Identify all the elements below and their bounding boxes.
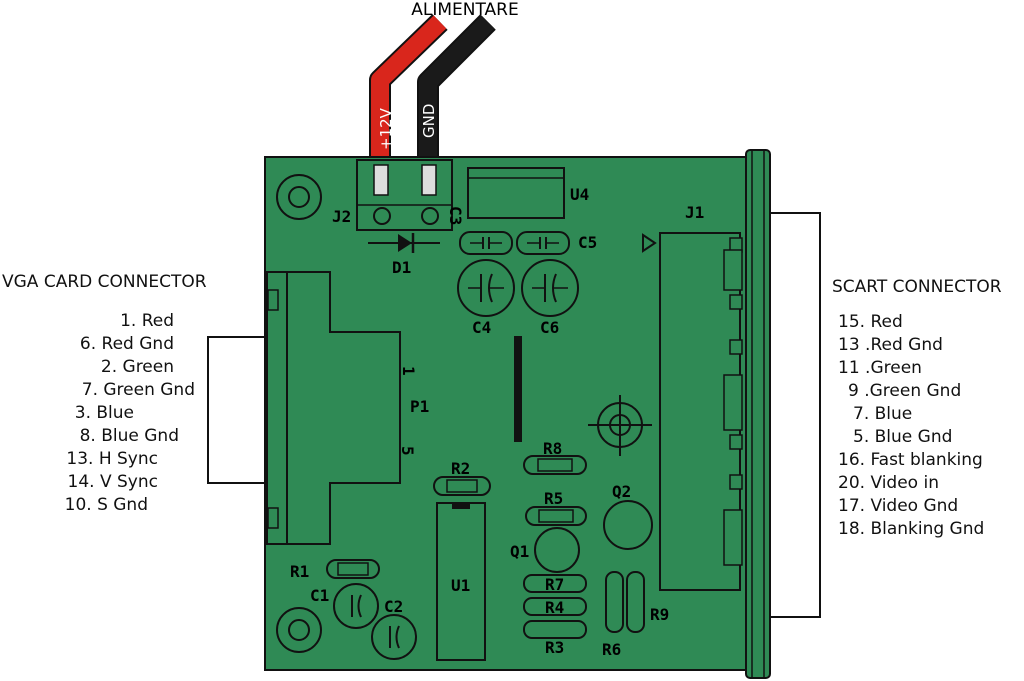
positive-wire <box>371 15 447 165</box>
scart-pin-9: 17. Video Gnd <box>838 496 958 516</box>
q2-transistor <box>603 500 653 550</box>
r6-label: R6 <box>602 640 621 659</box>
p1-label: P1 <box>410 397 429 416</box>
r6-resistor <box>605 571 624 633</box>
r3-label: R3 <box>545 638 564 657</box>
power-wires: ALIMENTARE +12V GND <box>369 0 519 165</box>
trace-bar <box>514 336 522 442</box>
c1-capacitor <box>333 583 379 629</box>
r7-resistor <box>523 574 587 593</box>
vga-title: VGA CARD CONNECTOR <box>2 272 207 292</box>
r7-label: R7 <box>545 575 564 594</box>
q1-label: Q1 <box>510 542 529 561</box>
r4-label: R4 <box>545 598 564 617</box>
vga-pin-4: 7. Green Gnd <box>82 380 195 400</box>
j1-header <box>642 232 743 591</box>
scart-pin-2: 13 .Red Gnd <box>838 335 943 355</box>
r8-resistor <box>523 455 587 475</box>
u4-label: U4 <box>570 185 589 204</box>
c4-label: C4 <box>472 318 491 337</box>
vga-pin-9: 10. S Gnd <box>65 495 148 515</box>
c6-label: C6 <box>540 318 559 337</box>
c1-label: C1 <box>310 586 329 605</box>
p1-pin5-label: 5 <box>398 446 417 456</box>
vga-pin-2: 6. Red Gnd <box>80 334 174 354</box>
scart-pin-8: 20. Video in <box>838 473 939 493</box>
vga-pin-5: 3. Blue <box>75 403 134 423</box>
scart-pin-7: 16. Fast blanking <box>838 450 983 470</box>
r9-label: R9 <box>650 605 669 624</box>
r5-resistor <box>525 506 587 526</box>
c2-capacitor <box>371 614 417 660</box>
vga-connector <box>207 271 401 545</box>
scart-connector <box>745 149 821 679</box>
vga-pin-3: 2. Green <box>101 357 174 377</box>
j1-label: J1 <box>685 203 704 222</box>
p1-pin1-label: 1 <box>399 366 418 376</box>
vga-pin-6: 8. Blue Gnd <box>80 426 179 446</box>
positive-wire-label: +12V <box>377 107 395 150</box>
c4-capacitor <box>457 259 515 317</box>
d1-label: D1 <box>392 258 411 277</box>
c3-label: C3 <box>446 206 465 225</box>
c6-capacitor <box>521 259 579 317</box>
d1-diode <box>368 233 440 253</box>
r2-label: R2 <box>451 459 470 478</box>
scart-pin-3: 11 .Green <box>838 358 922 378</box>
u1-ic <box>436 502 486 661</box>
r1-label: R1 <box>290 562 309 581</box>
r5-label: R5 <box>544 489 563 508</box>
ground-wire-label: GND <box>420 104 438 138</box>
scart-title: SCART CONNECTOR <box>832 277 1002 297</box>
power-title: ALIMENTARE <box>411 0 519 20</box>
r3-resistor <box>523 620 587 639</box>
vga-pin-7: 13. H Sync <box>66 449 158 469</box>
u1-label: U1 <box>451 576 470 595</box>
mounting-hole-center <box>588 395 652 456</box>
mounting-hole-bottom-left <box>276 607 322 653</box>
c5-capacitors <box>459 231 570 255</box>
scart-pin-5: 7. Blue <box>853 404 912 424</box>
q2-label: Q2 <box>612 482 631 501</box>
q1-transistor <box>534 527 580 573</box>
r9-resistor <box>626 571 645 633</box>
scart-pin-6: 5. Blue Gnd <box>853 427 952 447</box>
ground-wire <box>419 15 495 165</box>
j2-label: J2 <box>332 207 351 226</box>
mounting-hole-top-left <box>276 174 322 220</box>
scart-pin-4: 9 .Green Gnd <box>848 381 961 401</box>
vga-pin-1: 1. Red <box>120 311 174 331</box>
r1-resistor <box>326 559 380 579</box>
scart-pin-1: 15. Red <box>838 312 903 332</box>
c5-label: C5 <box>578 233 597 252</box>
r4-resistor <box>523 597 587 616</box>
scart-pin-10: 18. Blanking Gnd <box>838 519 984 539</box>
r8-label: R8 <box>543 439 562 458</box>
vga-pin-8: 14. V Sync <box>68 472 158 492</box>
u4-regulator <box>467 167 565 219</box>
r2-resistor <box>433 476 491 496</box>
c2-label: C2 <box>384 597 403 616</box>
j2-terminal-block <box>356 159 453 231</box>
